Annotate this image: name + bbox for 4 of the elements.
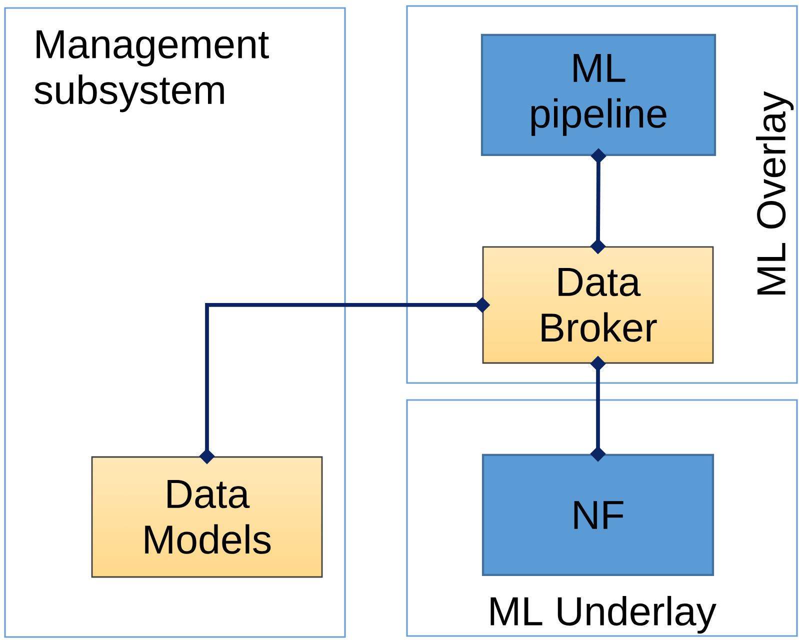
process-box: ML pipeline <box>480 34 716 156</box>
process-box: Data Models <box>91 456 323 578</box>
process-box: Data Broker <box>482 246 714 364</box>
process-box: NF <box>482 454 714 576</box>
